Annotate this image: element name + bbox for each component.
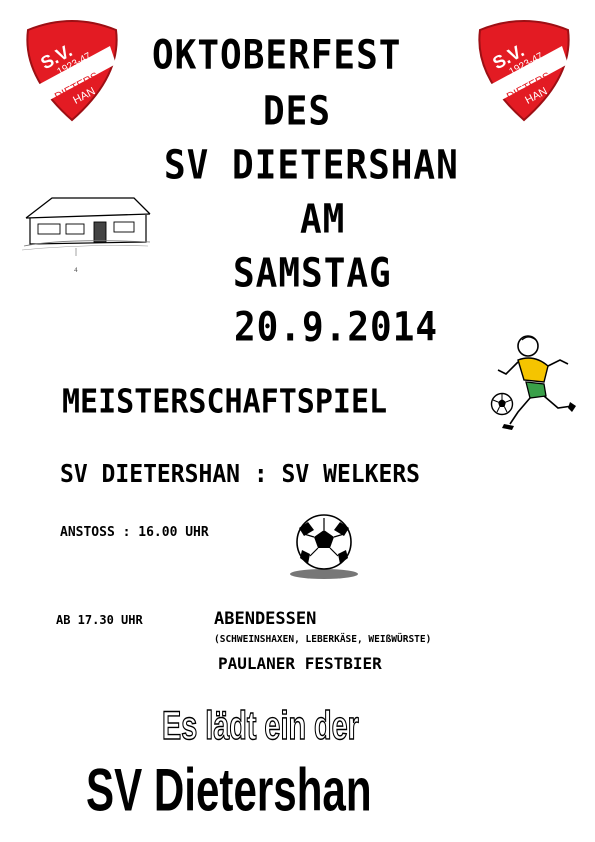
small-ball-figure — [490, 392, 514, 420]
soccer-player-figure — [488, 330, 578, 442]
headline-date: 20.9.2014 — [234, 304, 439, 351]
dinner-label: ABENDESSEN — [214, 609, 317, 629]
soccer-ball-icon — [290, 514, 358, 579]
clubhouse-drawing: 4 — [21, 192, 152, 278]
dinner-time: AB 17.30 UHR — [56, 613, 143, 627]
house-icon: 4 — [21, 197, 151, 274]
match-teams: SV DIETERSHAN : SV WELKERS — [60, 459, 421, 489]
headline-des: DES — [263, 88, 332, 135]
invite-line: Es lädt ein der — [161, 702, 359, 748]
club-logo-right: S.V. 1923-47 DIETERS- HAN — [470, 16, 578, 128]
headline-am: AM — [300, 196, 346, 243]
shield-icon: S.V. 1923-47 DIETERS- HAN — [26, 20, 118, 122]
soccer-ball-icon — [490, 392, 514, 416]
beer-label: PAULANER FESTBIER — [218, 654, 382, 673]
kickoff-time: ANSTOSS : 16.00 UHR — [60, 525, 209, 540]
svg-text:4: 4 — [74, 267, 78, 274]
big-ball-figure — [286, 510, 362, 586]
match-title: MEISTERSCHAFTSPIEL — [62, 382, 388, 422]
headline-samstag: SAMSTAG — [233, 250, 392, 297]
headline-club: SV DIETERSHAN — [164, 142, 459, 189]
soccer-player-icon — [497, 335, 576, 430]
headline-oktoberfest: OKTOBERFEST — [152, 32, 402, 79]
club-signature: SV Dietershan — [86, 756, 372, 824]
shield-icon: S.V. 1923-47 DIETERS- HAN — [478, 20, 570, 122]
club-logo-left: S.V. 1923-47 DIETERS- HAN — [18, 16, 126, 128]
dinner-menu: (SCHWEINSHAXEN, LEBERKÄSE, WEIßWÜRSTE) — [214, 634, 432, 645]
